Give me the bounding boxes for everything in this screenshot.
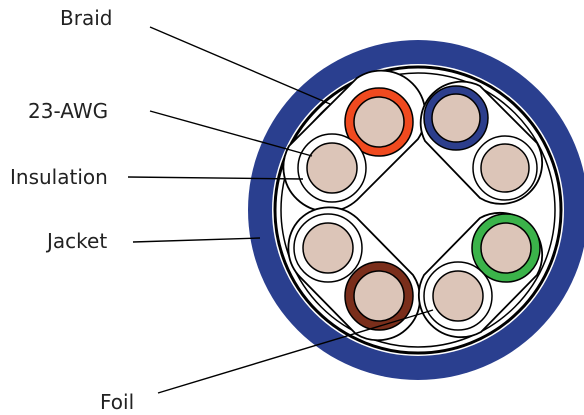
conductor-blue-core <box>432 94 480 142</box>
leader-jacket <box>133 238 260 242</box>
conductor-white-core <box>481 144 529 192</box>
label-jacket: Jacket <box>45 229 107 253</box>
conductor-brown-core <box>354 271 404 321</box>
label-foil: Foil <box>100 390 134 414</box>
label-braid: Braid <box>60 6 112 30</box>
conductor-orange-core <box>354 97 404 147</box>
leader-braid <box>150 27 330 104</box>
conductor-white-core <box>303 223 353 273</box>
label-insulation: Insulation <box>10 165 108 189</box>
conductor-green-core <box>481 223 531 273</box>
label-awg: 23-AWG <box>28 99 108 123</box>
conductor-white-core <box>307 143 357 193</box>
conductor-white-core <box>433 271 483 321</box>
